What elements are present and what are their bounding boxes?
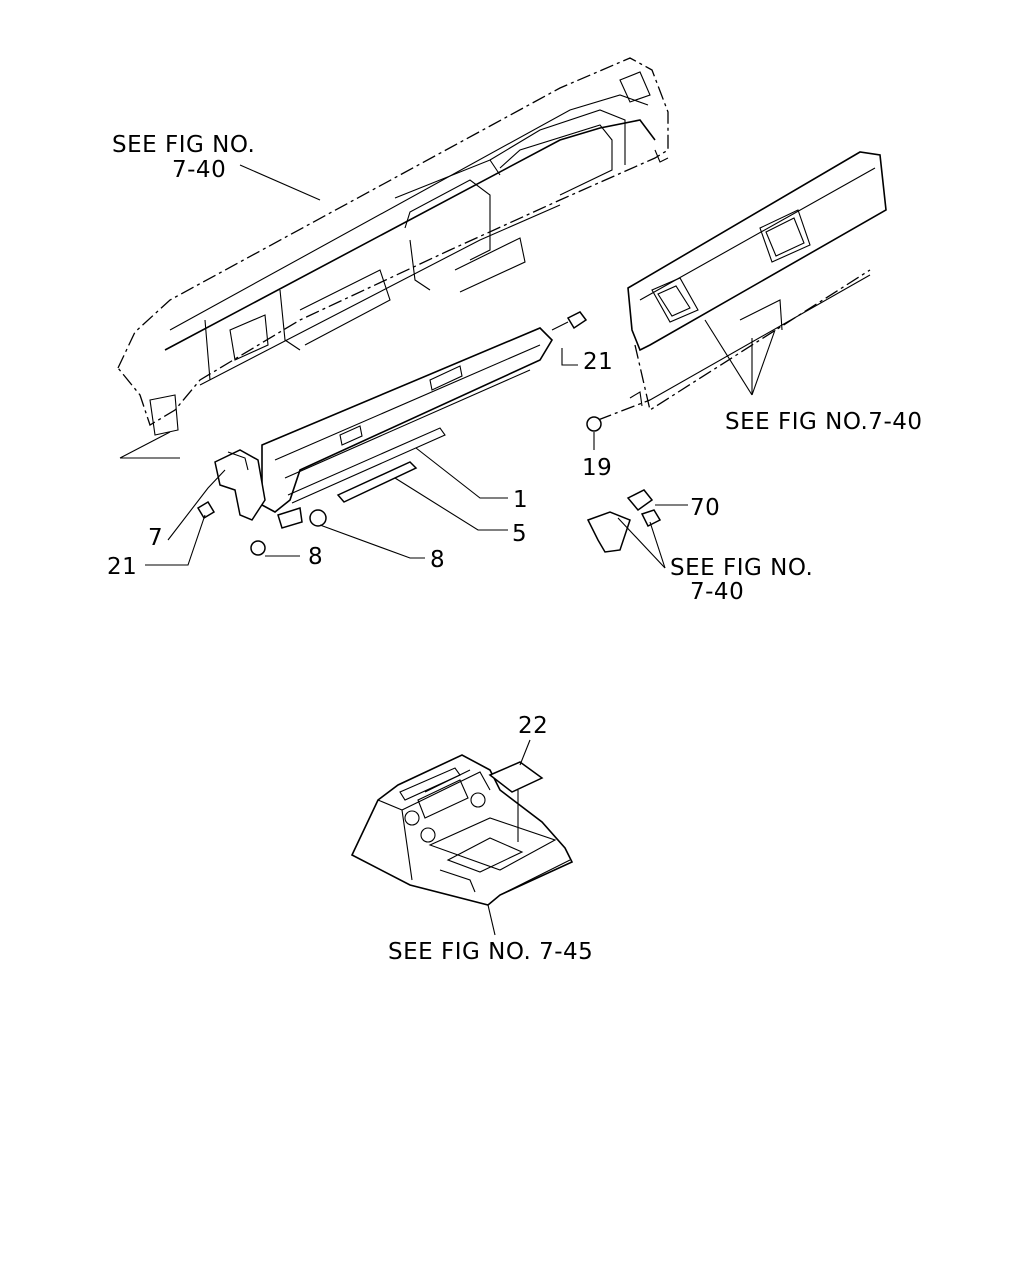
lower-trim-panel [261,327,554,529]
console-lid-22 [488,761,544,793]
side-bracket [214,449,266,521]
dashboard-assembly [117,57,669,459]
callout-22: 22 [518,713,549,739]
dash-ref-line1: SEE FIG NO. [112,132,256,158]
clip-19 [586,416,602,432]
callout-1: 1 [513,487,529,513]
glove-box-panel [597,151,887,421]
callout-21-top: 21 [583,349,614,375]
callout-5: 5 [512,521,528,547]
trim-strip [336,461,418,503]
callout-7: 7 [148,525,164,551]
screw-21-top [551,311,588,331]
bracket-ref-line1: SEE FIG NO. [670,555,814,581]
console-ref: SEE FIG NO. 7-45 [388,939,594,965]
callout-70: 70 [690,495,721,521]
panel-ref: SEE FIG NO.7-40 [725,409,923,435]
clip-8-left [250,540,266,556]
callout-19: 19 [582,455,613,481]
screw-21-left [196,500,216,520]
glove-box-bracket [586,489,662,553]
callout-8-right: 8 [430,547,446,573]
dash-ref-line2: 7-40 [172,157,227,183]
bracket-ref-line2: 7-40 [690,579,745,605]
leader-lines [145,164,776,936]
callout-8-left: 8 [308,544,324,570]
clip-8-right [309,509,327,527]
callout-21-left: 21 [107,554,138,580]
